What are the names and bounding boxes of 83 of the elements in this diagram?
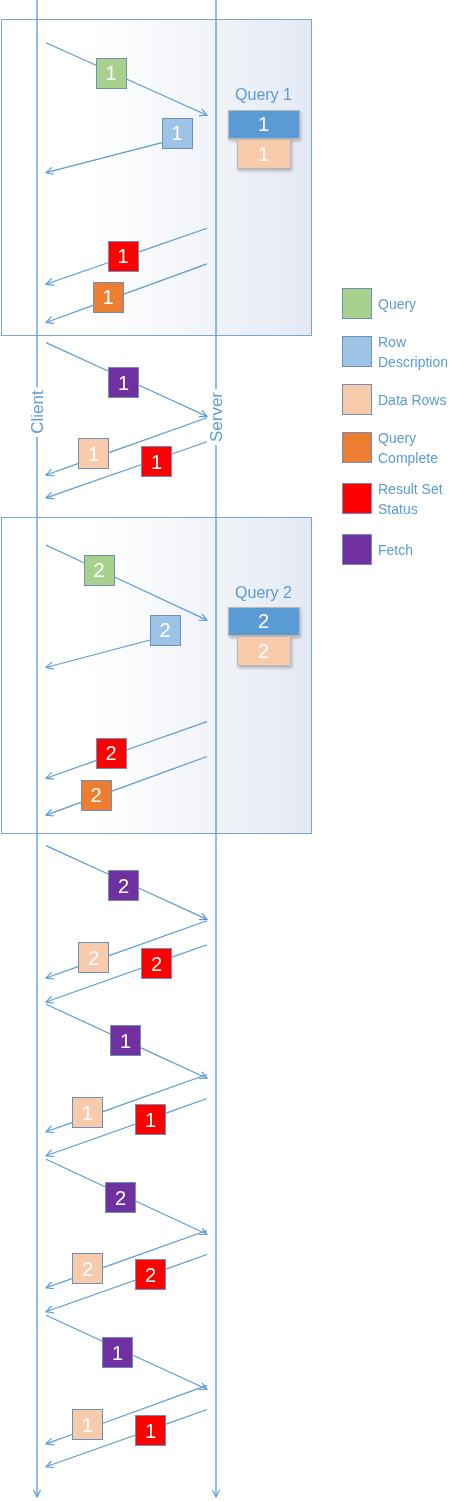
connector-line [45, 544, 85, 564]
message-tile: 2 [141, 948, 172, 979]
legend-label: Result Set Status [378, 479, 444, 519]
arrow [126, 78, 208, 117]
connector-line [45, 1003, 111, 1035]
result-tile: 1 [227, 109, 300, 139]
arrow [45, 1278, 73, 1290]
arrow [140, 1047, 208, 1080]
arrow [114, 576, 208, 621]
result-tile: 1 [236, 138, 291, 169]
connector-line [108, 920, 208, 957]
arrow [45, 639, 151, 670]
message-tile: 1 [135, 1415, 166, 1446]
arrow [45, 304, 94, 324]
message-tile: 1 [135, 1104, 166, 1135]
connector-line [45, 1314, 103, 1342]
frame-title: Query 1 [235, 85, 292, 104]
connector-line [45, 845, 109, 875]
connector-line [111, 755, 208, 792]
message-tile: 1 [95, 57, 127, 89]
message-tile: 2 [72, 1253, 103, 1284]
connector-line [165, 1097, 208, 1114]
legend-label: Query [378, 294, 417, 314]
message-tile: 1 [92, 281, 124, 313]
message-tile: 1 [107, 240, 139, 272]
connector-line [138, 227, 208, 253]
connector-line [108, 417, 208, 454]
legend-label: Query Complete [378, 428, 439, 468]
arrow [45, 1433, 73, 1446]
connector-line [45, 1158, 106, 1188]
legend-label: Data Rows [378, 390, 447, 410]
message-tile: 1 [72, 1409, 103, 1440]
message-tile: 2 [135, 1259, 166, 1290]
result-tile: 2 [227, 606, 300, 636]
message-tile: 2 [80, 779, 112, 811]
connector-line [126, 721, 208, 751]
arrow [45, 966, 79, 980]
message-tile: 1 [110, 1025, 141, 1056]
message-tile: 2 [149, 614, 181, 646]
connector-line [45, 42, 97, 66]
arrow [45, 142, 163, 175]
message-tile: 2 [105, 1182, 136, 1213]
arrow [138, 384, 208, 418]
arrow [45, 464, 142, 500]
message-tile: 2 [78, 942, 109, 973]
arrow [45, 760, 97, 780]
arrow [45, 967, 142, 1004]
message-tile: 2 [83, 554, 115, 586]
arrow [45, 463, 79, 477]
connector-line [102, 1384, 208, 1424]
connector-line [123, 263, 208, 295]
arrow [138, 887, 208, 921]
message-tile: 1 [72, 1097, 103, 1128]
result-tile: 2 [236, 635, 291, 666]
lifeline-label: Server [207, 391, 225, 443]
message-tile: 1 [78, 438, 109, 469]
frame-title: Query 2 [235, 583, 292, 602]
connector-line [102, 1229, 208, 1269]
connector-line [45, 342, 109, 372]
message-tile: 1 [141, 446, 172, 477]
message-tile: 1 [108, 367, 139, 398]
connector-line [171, 944, 208, 958]
message-tile: 2 [95, 737, 127, 769]
lifeline-label: Client [28, 390, 46, 434]
arrow [135, 1200, 208, 1236]
arrow [45, 1122, 73, 1134]
message-tile: 1 [102, 1337, 133, 1368]
connector-line [165, 1408, 208, 1425]
arrow [45, 262, 109, 286]
message-tile: 2 [108, 870, 139, 901]
arrow [45, 1434, 136, 1469]
connector-line [171, 441, 208, 455]
group-frame [1, 19, 312, 336]
connector-line [102, 1073, 208, 1113]
group-frame [1, 517, 312, 834]
legend-label: Fetch [378, 540, 413, 560]
arrow [45, 1279, 136, 1314]
connector-line [165, 1253, 208, 1270]
arrow [132, 1354, 208, 1391]
legend-label: Row Description [378, 332, 450, 372]
message-tile: 1 [161, 117, 193, 149]
arrow [45, 801, 82, 817]
arrow [45, 1123, 136, 1158]
